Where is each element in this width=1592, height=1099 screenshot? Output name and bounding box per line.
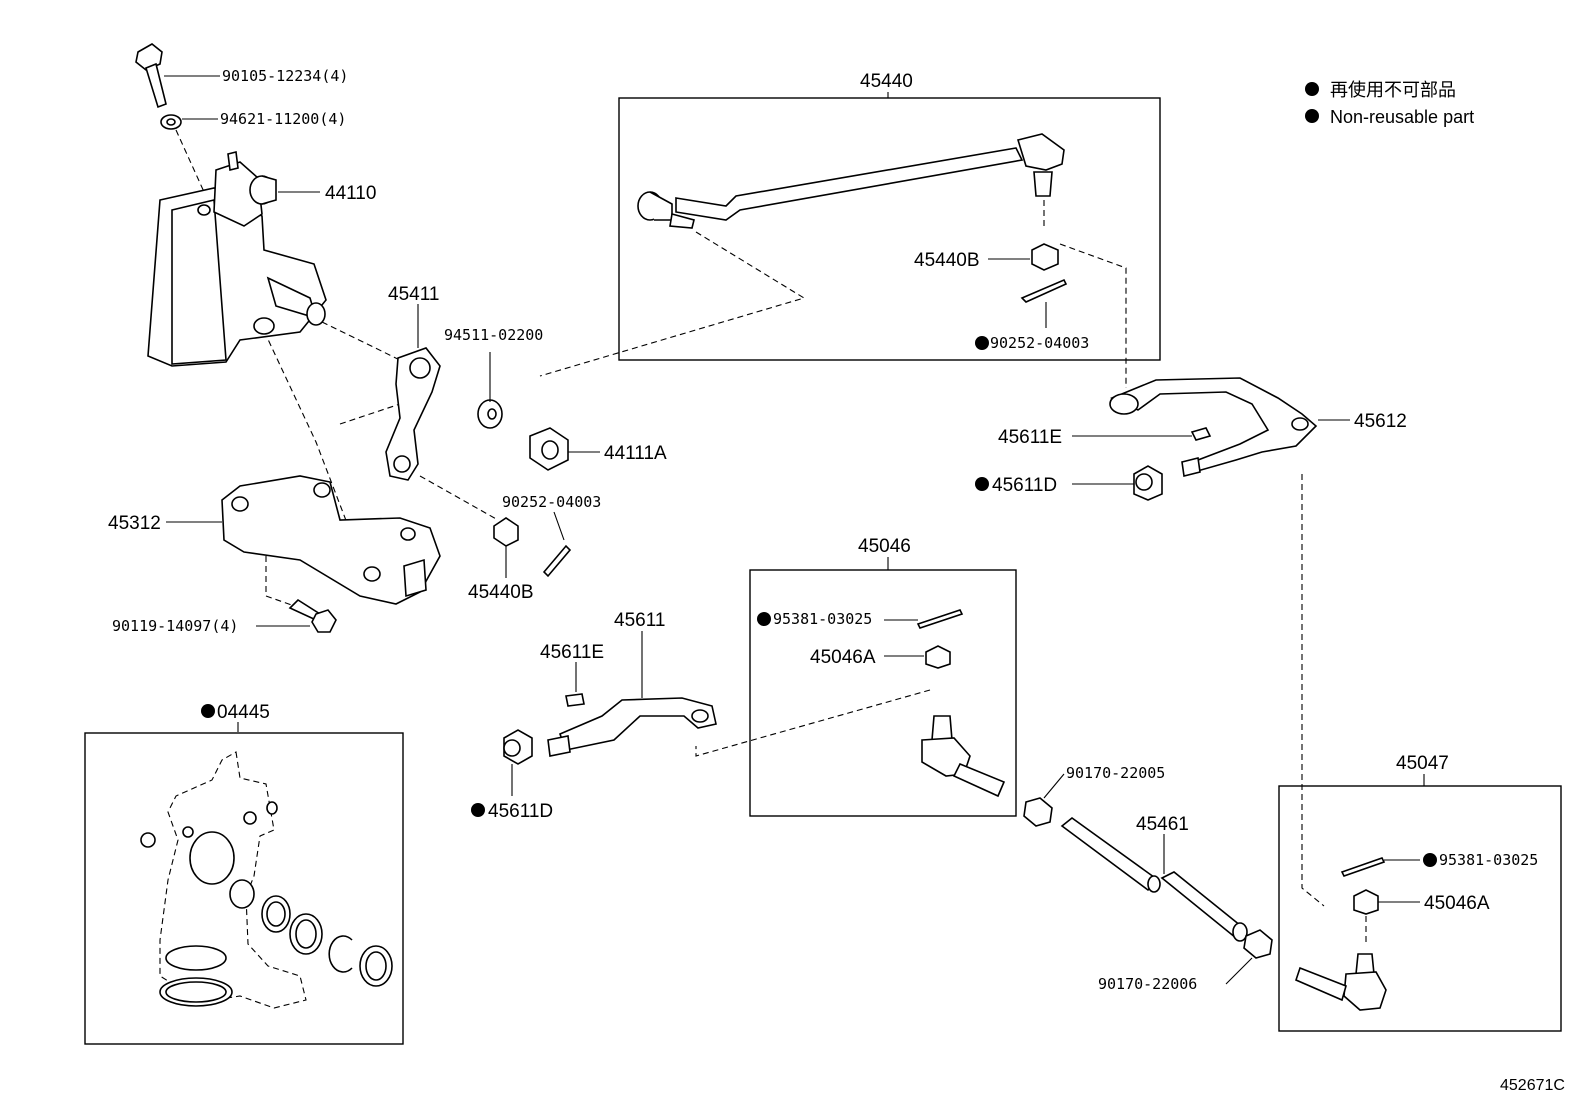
label-clamp-90170-22005: 90170-22005 xyxy=(1066,764,1165,782)
label-tie-rod-45461: 45461 xyxy=(1136,814,1189,835)
non-reusable-dot-icon xyxy=(1305,82,1319,96)
lock-washer-drawing xyxy=(477,399,503,429)
relay-rod-drawing xyxy=(637,133,1065,229)
label-nut-45046a-right: 45046A xyxy=(1424,893,1490,914)
knuckle-arm-45611-drawing xyxy=(547,697,717,757)
label-pitman-arm-45411: 45411 xyxy=(388,284,439,305)
nut-45046a-left-drawing xyxy=(925,645,951,669)
tie-rod-end-45047-drawing xyxy=(1295,953,1387,1011)
label-cotter-pin-right-90252: 90252-04003 xyxy=(990,334,1089,352)
label-gear-box-44110: 44110 xyxy=(325,183,376,204)
non-reusable-dot-icon xyxy=(975,336,989,350)
non-reusable-dot-icon xyxy=(975,477,989,491)
relay-rod-box xyxy=(618,97,1161,361)
key-45611e-left-drawing xyxy=(565,693,585,707)
label-knuckle-arm-45611: 45611 xyxy=(614,610,665,631)
label-cotter-pin-45046-95381: 95381-03025 xyxy=(773,610,872,628)
label-nut-45046a-left: 45046A xyxy=(810,647,876,668)
label-bracket-45312: 45312 xyxy=(108,513,161,534)
nut-45046a-right-drawing xyxy=(1353,889,1379,915)
tie-rod-end-45046-drawing xyxy=(921,715,1006,798)
non-reusable-dot-icon xyxy=(201,704,215,718)
non-reusable-dot-icon xyxy=(1423,853,1437,867)
non-reusable-dot-icon xyxy=(757,612,771,626)
nut-45440b-left-drawing xyxy=(493,517,519,547)
clamp-90170-22006-drawing xyxy=(1243,929,1273,959)
tie-rod-end-box-left xyxy=(749,569,1017,817)
non-reusable-dot-icon xyxy=(1305,109,1319,123)
nut-45440b-right-drawing xyxy=(1031,243,1059,271)
pitman-arm-drawing xyxy=(385,347,441,481)
tie-rod-45461-drawing xyxy=(1060,816,1248,942)
label-lock-washer-94511: 94511-02200 xyxy=(444,326,543,344)
label-bolt-90119: 90119-14097(4) xyxy=(112,617,238,635)
label-cotter-pin-45047-95381: 95381-03025 xyxy=(1439,851,1538,869)
label-bolt-90105: 90105-12234(4) xyxy=(222,67,348,85)
label-nut-45440b-right: 45440B xyxy=(914,250,980,271)
label-clamp-90170-22006: 90170-22006 xyxy=(1098,975,1197,993)
legend-english: Non-reusable part xyxy=(1330,107,1474,127)
label-nut-45611d-left: 45611D xyxy=(488,801,553,822)
bolt-90105-drawing xyxy=(135,43,167,109)
legend: 再使用不可部品 Non-reusable part xyxy=(1305,80,1474,127)
clamp-90170-22005-drawing xyxy=(1023,797,1053,827)
nut-45611d-right-drawing xyxy=(1133,465,1163,501)
nut-44111a-drawing xyxy=(529,427,569,471)
label-relay-rod-45440: 45440 xyxy=(860,71,913,92)
label-tie-rod-end-45047: 45047 xyxy=(1396,753,1449,774)
label-knuckle-arm-45612: 45612 xyxy=(1354,411,1407,432)
label-nut-44111a: 44111A xyxy=(604,443,667,464)
illustration-id: 452671C xyxy=(1500,1077,1565,1094)
gasket-kit-drawing xyxy=(140,751,393,1009)
label-gasket-kit-04445: 04445 xyxy=(217,702,270,723)
legend-japanese: 再使用不可部品 xyxy=(1330,80,1456,100)
gasket-kit-box xyxy=(84,732,404,1045)
bracket-45312-drawing xyxy=(221,475,441,605)
non-reusable-dot-icon xyxy=(471,803,485,817)
label-key-45611e-left: 45611E xyxy=(540,642,604,663)
tie-rod-end-box-right xyxy=(1278,785,1562,1032)
label-washer-94621: 94621-11200(4) xyxy=(220,110,346,128)
label-key-45611e-right: 45611E xyxy=(998,427,1062,448)
label-nut-45611d-right: 45611D xyxy=(992,475,1057,496)
steering-gear-box-drawing xyxy=(147,151,327,367)
label-cotter-pin-left-90252: 90252-04003 xyxy=(502,493,601,511)
nut-45611d-left-drawing xyxy=(503,729,533,765)
label-nut-45440b-left: 45440B xyxy=(468,582,534,603)
washer-94621-drawing xyxy=(160,114,182,130)
label-tie-rod-end-45046: 45046 xyxy=(858,536,911,557)
knuckle-arm-45612-drawing xyxy=(1109,377,1318,477)
bolt-90119-drawing xyxy=(288,598,337,633)
